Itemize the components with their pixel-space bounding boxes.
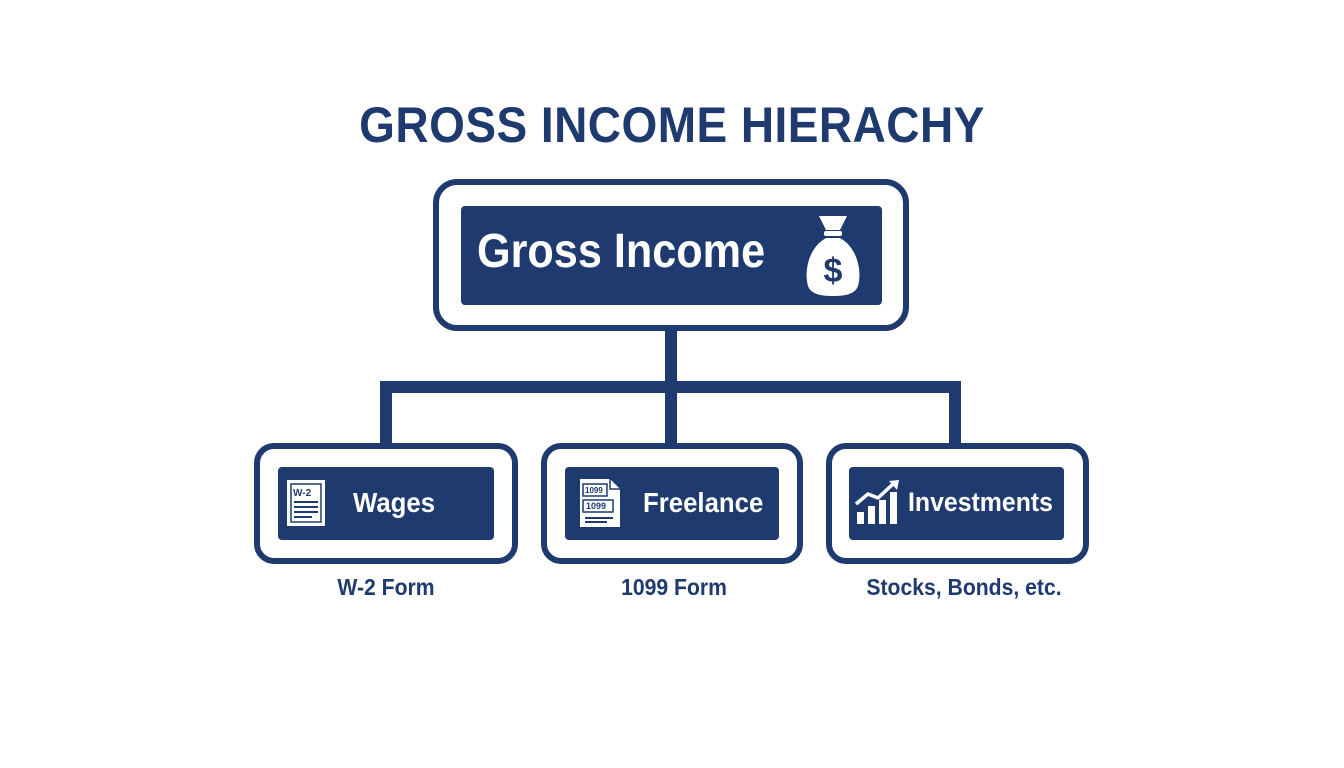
form-1099-icon: 1099 1099: [580, 479, 620, 527]
growth-chart-icon: [854, 480, 899, 524]
svg-text:$: $: [824, 252, 843, 290]
wages-caption: W-2 Form: [337, 574, 435, 600]
root-node-label: Gross Income: [477, 225, 766, 278]
money-bag-icon: $: [806, 216, 860, 296]
form-1099-icon-text-bottom: 1099: [586, 501, 606, 511]
freelance-label: Freelance: [643, 487, 764, 518]
w2-document-icon: W-2: [287, 480, 325, 526]
wages-label: Wages: [353, 487, 436, 518]
investments-caption: Stocks, Bonds, etc.: [866, 574, 1062, 600]
investments-label: Investments: [908, 487, 1053, 517]
freelance-caption: 1099 Form: [621, 574, 727, 600]
form-1099-icon-text-top: 1099: [585, 486, 603, 495]
diagram-title: GROSS INCOME HIERACHY: [359, 97, 985, 153]
w2-icon-text: W-2: [293, 488, 312, 499]
